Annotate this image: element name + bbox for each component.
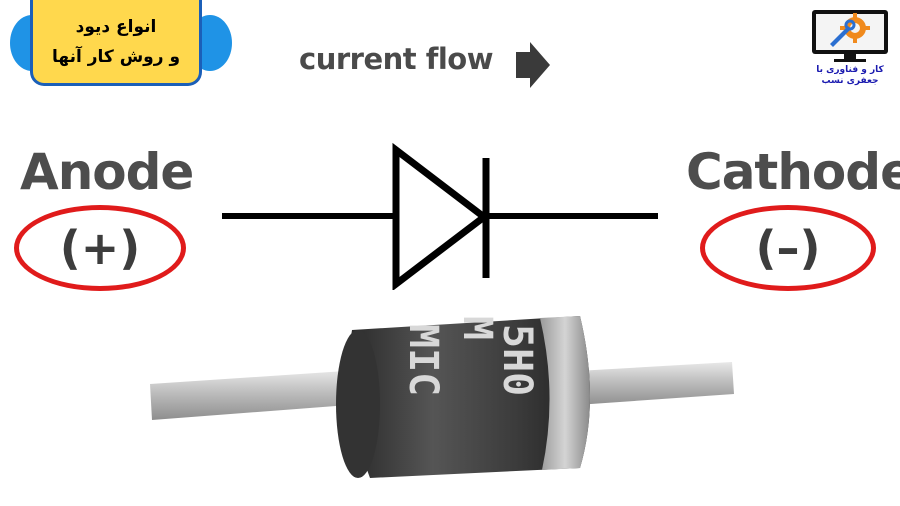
anode-polarity-sign: (+) xyxy=(59,221,141,275)
body-marking-line3: MIC xyxy=(400,324,446,396)
left-lead xyxy=(150,370,362,420)
badge-title-line1: انواع دیود xyxy=(75,16,157,37)
badge-title-line2: و روش کار آنها xyxy=(52,46,181,67)
anode-polarity-ellipse: (+) xyxy=(14,205,186,291)
cathode-band xyxy=(540,316,590,470)
diode-schematic-symbol xyxy=(222,142,658,290)
title-badge: انواع دیود و روش کار آنها xyxy=(10,0,232,90)
right-lead xyxy=(560,362,734,406)
body-marking-line1: M xyxy=(454,316,500,340)
monitor-wrench-gear-icon xyxy=(812,10,888,62)
badge-box: انواع دیود و روش کار آنها xyxy=(30,0,202,86)
body-left-cap xyxy=(336,330,380,478)
cathode-polarity-ellipse: (–) xyxy=(700,205,876,291)
right-arrow-icon xyxy=(516,42,550,88)
body-marking-line2: 5H0 xyxy=(494,324,540,396)
logo-text-line1: کار و فناوری با xyxy=(816,65,884,75)
current-flow-label: current flow xyxy=(299,42,493,76)
anode-label: Anode xyxy=(20,143,194,201)
cathode-polarity-sign: (–) xyxy=(755,221,821,275)
channel-logo: کار و فناوری با جعفری نسب xyxy=(808,8,892,90)
cathode-label: Cathode xyxy=(686,143,900,201)
logo-text-line2: جعفری نسب xyxy=(821,76,879,86)
diode-component-image: M 5H0 MIC xyxy=(150,316,734,478)
diode-triangle xyxy=(392,142,490,290)
diode-body xyxy=(348,316,590,478)
